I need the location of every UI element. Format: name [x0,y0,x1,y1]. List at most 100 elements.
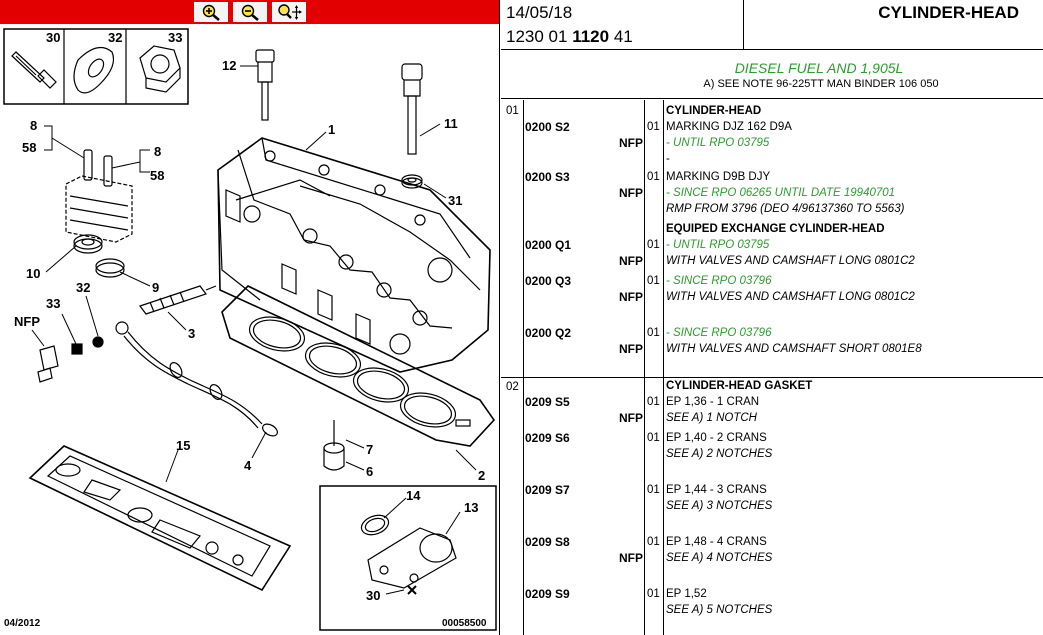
group-title: CYLINDER-HEAD [666,105,762,117]
label-6[interactable]: 6 [366,464,373,479]
part-code[interactable]: 0200 S3 [525,170,570,184]
part-desc: EP 1,52 [666,588,707,600]
leader-lines [31,65,477,595]
exploded-diagram-panel: 30 32 33 12 1 11 31 8 58 8 58 10 9 3 NFP… [0,0,500,635]
column-divider-index [523,100,524,635]
label-33[interactable]: 33 [168,30,182,45]
group-index: 01 [506,105,519,117]
part-qty: 01 [647,171,660,183]
label-58-right[interactable]: 58 [150,168,164,183]
nut-33-drawing [139,45,181,93]
part-note: - SINCE RPO 06265 UNTIL DATE 19940701 [666,187,896,199]
ref-prefix: 1230 01 [506,27,568,46]
nfp-flag: NFP [619,254,643,268]
column-divider-qty [663,100,664,635]
label-1[interactable]: 1 [328,122,335,137]
label-4[interactable]: 4 [244,458,252,473]
part-qty: 01 [647,536,660,548]
subheader-main: DIESEL FUEL AND 1,905L [734,60,904,76]
cylinder-head-drawing [217,137,491,373]
part-qty: 01 [647,239,660,251]
part-desc: WITH VALVES AND CAMSHAFT LONG 0801C2 [666,291,915,303]
page-title: CYLINDER-HEAD [878,3,1019,22]
part-code[interactable]: 0209 S9 [525,587,570,601]
bolt-11-drawing [401,63,423,189]
label-nfp[interactable]: NFP [14,314,40,329]
part-code[interactable]: 0209 S6 [525,431,570,445]
zoom-out-button[interactable] [233,2,267,22]
label-32-sensor[interactable]: 32 [76,280,90,295]
label-31[interactable]: 31 [448,193,462,208]
part-qty: 01 [647,121,660,133]
label-13[interactable]: 13 [464,500,478,515]
wire-harness-drawing [115,321,278,437]
group-divider [501,377,1043,378]
label-12[interactable]: 12 [222,58,236,73]
nfp-flag: NFP [619,411,643,425]
part-desc: EP 1,40 - 2 CRANS [666,432,767,444]
label-15[interactable]: 15 [176,438,190,453]
cylinder-head-exploded-view: 30 32 33 12 1 11 31 8 58 8 58 10 9 3 NFP… [3,28,497,631]
sensor-nfp-drawing [37,336,104,383]
part-desc: MARKING DJZ 162 D9A [666,121,792,133]
glow-plug-drawing [139,285,217,315]
label-2[interactable]: 2 [478,468,485,483]
part-code[interactable]: 0209 S5 [525,395,570,409]
column-divider-code [644,100,645,635]
part-note: - UNTIL RPO 03795 [666,239,770,251]
part-code[interactable]: 0200 S2 [525,120,570,134]
part-note: SEE A) 3 NOTCHES [666,500,773,512]
label-10[interactable]: 10 [26,266,40,281]
part-desc: WITH VALVES AND CAMSHAFT LONG 0801C2 [666,255,915,267]
part-desc: EP 1,36 - 1 CRAN [666,396,760,408]
label-8-left[interactable]: 8 [30,118,37,133]
bolt-12-drawing [255,49,275,121]
ref-suffix: 41 [613,27,633,46]
plug-6-7-drawing [323,420,345,471]
nfp-flag: NFP [619,551,643,565]
part-desc: EP 1,48 - 4 CRANS [666,536,767,548]
label-11[interactable]: 11 [444,116,458,131]
part-code[interactable]: 0200 Q1 [525,238,572,252]
label-30-inset[interactable]: 30 [366,588,380,603]
diagram-date: 04/2012 [4,618,41,629]
inset-frame-top [3,28,189,105]
thermostat-housing-drawing [360,514,457,589]
label-33-sensor[interactable]: 33 [46,296,60,311]
nfp-flag: NFP [619,136,643,150]
inset-frame-bottom [319,485,497,631]
cross-mark [407,585,417,595]
part-code[interactable]: 0200 Q2 [525,326,572,340]
label-7[interactable]: 7 [366,442,373,457]
label-30[interactable]: 30 [46,30,60,45]
part-qty: 01 [647,396,660,408]
header-info: 14/05/18 1230 01 1120 41 [501,0,744,50]
part-code[interactable]: 0209 S7 [525,483,570,497]
zoom-in-icon [202,4,220,21]
diagram-ref: 00058500 [442,618,487,629]
part-note: - UNTIL RPO 03795 [666,137,770,149]
label-8-right[interactable]: 8 [154,144,161,159]
label-9[interactable]: 9 [152,280,159,295]
zoom-in-button[interactable] [194,2,228,22]
part-note: - [666,153,670,165]
label-14[interactable]: 14 [406,488,421,503]
label-32[interactable]: 32 [108,30,122,45]
part-code[interactable]: 0209 S8 [525,535,570,549]
zoom-toolbar [0,0,499,24]
nfp-flag: NFP [619,342,643,356]
header-title-cell: CYLINDER-HEAD [744,0,1043,50]
nfp-flag: NFP [619,290,643,304]
subheader: DIESEL FUEL AND 1,905L A) SEE NOTE 96-22… [501,50,1043,99]
nfp-flag: NFP [619,186,643,200]
label-3[interactable]: 3 [188,326,195,341]
part-code[interactable]: 0200 Q3 [525,274,572,288]
part-qty: 01 [647,327,660,339]
zoom-pan-button[interactable] [272,2,306,22]
group-index: 02 [506,381,519,393]
group-title: CYLINDER-HEAD GASKET [666,380,813,392]
group-subtitle: EQUIPED EXCHANGE CYLINDER-HEAD [666,223,885,235]
label-58-left[interactable]: 58 [22,140,36,155]
part-note: RMP FROM 3796 (DEO 4/96137360 TO 5563) [666,203,905,215]
part-desc: WITH VALVES AND CAMSHAFT SHORT 0801E8 [666,343,922,355]
